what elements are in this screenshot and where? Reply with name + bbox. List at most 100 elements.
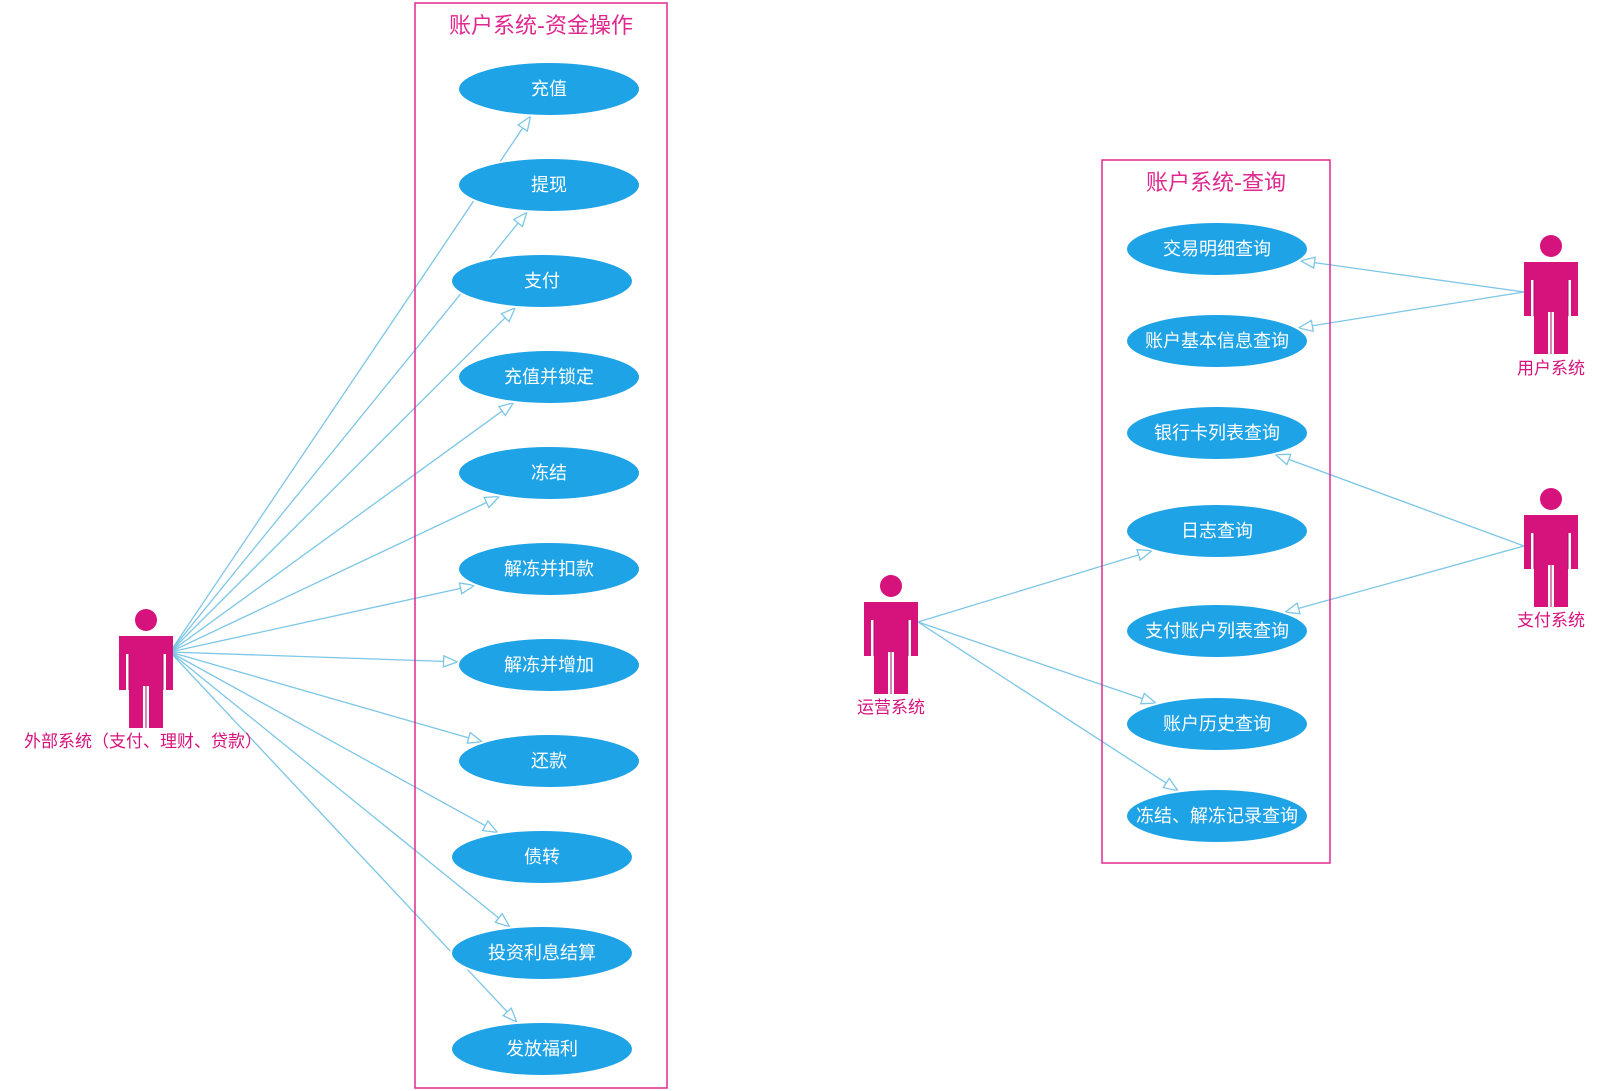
use-case-ellipse[interactable] <box>457 445 641 501</box>
use-case-ellipse[interactable] <box>450 829 634 885</box>
association-line <box>169 651 486 827</box>
actor-outline-icon <box>1533 280 1569 354</box>
arrowhead-icon <box>466 731 484 744</box>
arrowhead-icon <box>458 582 477 595</box>
use-case-ellipse[interactable] <box>457 733 641 789</box>
use-case-ellipse[interactable] <box>1125 405 1309 461</box>
use-case-ellipse[interactable] <box>450 253 634 309</box>
association-line <box>169 317 506 653</box>
arrowhead-icon <box>1139 692 1158 705</box>
use-case-pay-account[interactable]: 支付账户列表查询 <box>1125 603 1309 659</box>
arrowhead-icon <box>1283 602 1301 615</box>
use-case-ellipse[interactable] <box>457 637 641 693</box>
actor-label-ops: 运营系统 <box>857 698 925 718</box>
relation-external-repay <box>169 651 484 744</box>
use-case-recharge-lock[interactable]: 充值并锁定 <box>457 349 641 405</box>
use-case-recharge[interactable]: 充值 <box>457 61 641 117</box>
association-line <box>917 554 1139 623</box>
system-boundary-query: 账户系统-查询 <box>1101 159 1331 864</box>
association-line <box>169 651 500 919</box>
actor-head-icon <box>1540 488 1562 510</box>
use-case-label: 冻结 <box>531 463 567 484</box>
association-line <box>169 587 461 653</box>
use-case-ellipse[interactable] <box>1125 696 1309 752</box>
use-case-ellipse[interactable] <box>457 349 641 405</box>
use-case-label: 银行卡列表查询 <box>1154 423 1280 444</box>
actor-head-icon <box>880 575 902 597</box>
use-case-label: 支付 <box>524 271 560 292</box>
actor-head-icon <box>135 609 157 631</box>
actor-external[interactable] <box>119 609 173 728</box>
use-case-label: 交易明细查询 <box>1163 239 1271 260</box>
use-case-label: 解冻并扣款 <box>504 559 594 580</box>
relation-external-freeze <box>169 495 501 653</box>
use-case-ellipse[interactable] <box>1125 788 1309 844</box>
use-case-ellipse[interactable] <box>450 1021 634 1077</box>
association-line <box>169 651 469 739</box>
association-line <box>1314 262 1525 293</box>
arrowhead-icon <box>481 819 500 834</box>
system-boundary-funds: 账户系统-资金操作 <box>414 2 668 1089</box>
actor-label-external: 外部系统（支付、理财、贷款） <box>24 732 262 752</box>
use-case-label: 债转 <box>524 847 560 868</box>
relation-external-debt-transfer <box>169 651 500 834</box>
use-case-label: 还款 <box>531 751 567 772</box>
use-case-freeze[interactable]: 冻结 <box>457 445 641 501</box>
use-case-tx-detail[interactable]: 交易明细查询 <box>1125 221 1309 277</box>
use-case-ellipse[interactable] <box>1125 313 1309 369</box>
actor-ops[interactable] <box>864 575 918 694</box>
use-case-unfreeze-deduct[interactable]: 解冻并扣款 <box>457 541 641 597</box>
use-case-label: 充值并锁定 <box>504 367 594 388</box>
arrowhead-icon <box>517 114 532 133</box>
relation-payment-pay-account <box>1283 545 1525 615</box>
system-title-funds: 账户系统-资金操作 <box>449 14 633 39</box>
use-case-pay[interactable]: 支付 <box>450 253 634 309</box>
use-case-ellipse[interactable] <box>457 541 641 597</box>
use-case-freeze-record[interactable]: 冻结、解冻记录查询 <box>1125 788 1309 844</box>
use-case-debt-transfer[interactable]: 债转 <box>450 829 634 885</box>
actor-payment[interactable] <box>1524 488 1578 607</box>
use-case-label: 账户基本信息查询 <box>1145 331 1289 352</box>
system-title-query: 账户系统-查询 <box>1146 171 1286 196</box>
use-case-interest-settle[interactable]: 投资利息结算 <box>450 925 634 981</box>
use-case-ellipse[interactable] <box>1125 503 1309 559</box>
actor-outline-icon <box>128 654 164 728</box>
relation-user-tx-detail <box>1298 256 1525 293</box>
use-case-log[interactable]: 日志查询 <box>1125 503 1309 559</box>
use-case-label: 发放福利 <box>506 1039 578 1060</box>
relation-ops-log <box>917 548 1154 623</box>
use-case-basic-info[interactable]: 账户基本信息查询 <box>1125 313 1309 369</box>
use-case-withdraw[interactable]: 提现 <box>457 157 641 213</box>
arrowhead-icon <box>1136 548 1154 562</box>
arrowhead-icon <box>502 1006 519 1024</box>
use-case-label: 解冻并增加 <box>504 655 594 676</box>
association-line <box>169 651 444 663</box>
use-case-welfare[interactable]: 发放福利 <box>450 1021 634 1077</box>
relation-ops-freeze-record <box>917 621 1180 792</box>
boundary-rect-query <box>1101 159 1331 864</box>
relation-payment-bank-card <box>1273 453 1525 547</box>
relation-user-basic-info <box>1296 291 1525 333</box>
use-case-bank-card[interactable]: 银行卡列表查询 <box>1125 405 1309 461</box>
use-case-ellipse[interactable] <box>457 157 641 213</box>
use-case-ellipse[interactable] <box>457 61 641 117</box>
use-case-unfreeze-add[interactable]: 解冻并增加 <box>457 637 641 693</box>
use-case-label: 账户历史查询 <box>1163 714 1271 735</box>
association-line <box>169 410 503 653</box>
use-case-ellipse[interactable] <box>450 925 634 981</box>
use-case-ellipse[interactable] <box>1125 221 1309 277</box>
actor-body-icon <box>1524 515 1578 607</box>
use-case-repay[interactable]: 还款 <box>457 733 641 789</box>
use-case-history[interactable]: 账户历史查询 <box>1125 696 1309 752</box>
association-line <box>1298 545 1525 610</box>
use-case-label: 提现 <box>531 175 567 196</box>
use-case-label: 充值 <box>531 79 567 100</box>
actor-user[interactable] <box>1524 235 1578 354</box>
relation-external-pay <box>169 306 517 653</box>
arrowhead-icon <box>494 912 511 928</box>
use-case-ellipse[interactable] <box>1125 603 1309 659</box>
relations-layer <box>169 114 1525 1024</box>
arrowhead-icon <box>1273 453 1292 466</box>
relation-external-unfreeze-deduct <box>169 582 477 653</box>
